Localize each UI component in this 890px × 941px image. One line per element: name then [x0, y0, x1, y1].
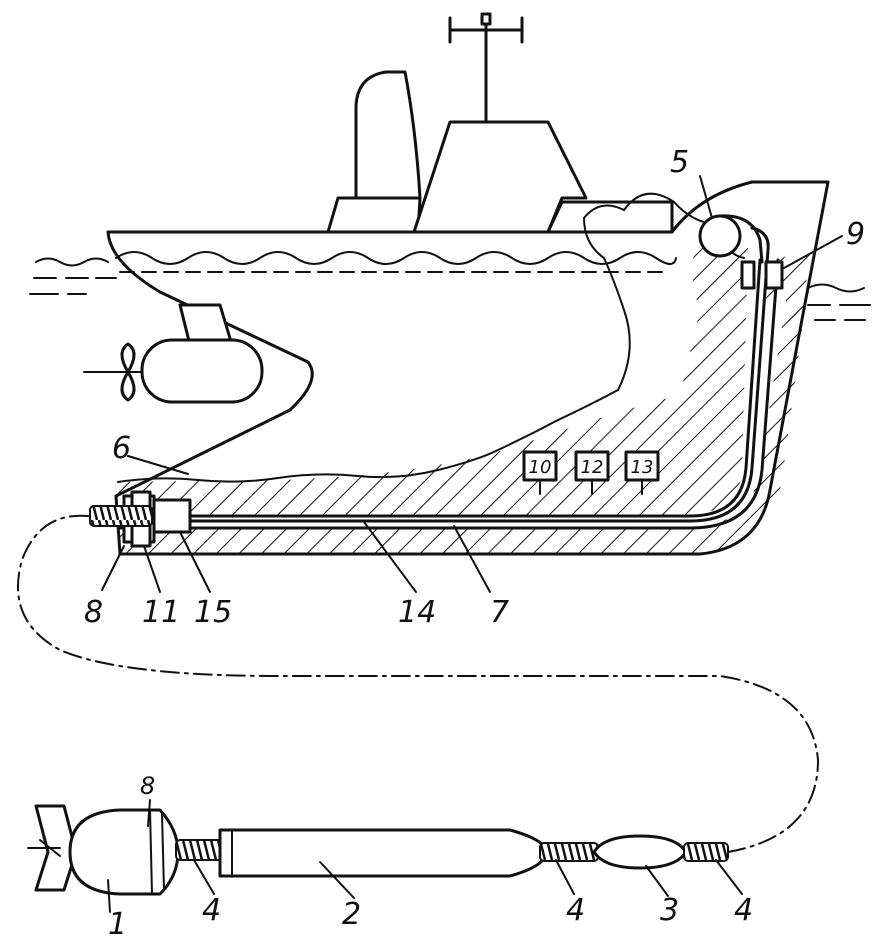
stern-fittings — [89, 490, 192, 548]
winch-drum — [698, 214, 764, 264]
cable-pipe — [118, 226, 780, 530]
instrument-boxes: 10 12 13 — [522, 450, 660, 495]
propeller-pod — [83, 303, 264, 404]
label-11: 11 — [142, 595, 180, 630]
label-9: 9 — [846, 217, 865, 252]
label-8-ship: 8 — [84, 595, 103, 630]
label-6: 6 — [112, 431, 131, 466]
callout-labels: 5 9 6 8 11 15 14 7 8 1 4 2 4 3 4 — [84, 145, 865, 941]
label-7: 7 — [490, 595, 509, 630]
water-surface — [29, 257, 871, 321]
label-15: 15 — [194, 595, 232, 630]
label-10: 10 — [529, 457, 552, 478]
label-12: 12 — [581, 457, 604, 478]
sensor-9 — [740, 260, 784, 290]
label-13: 13 — [631, 457, 654, 478]
label-4-second: 4 — [566, 893, 585, 928]
label-4-third: 4 — [734, 893, 753, 928]
label-5: 5 — [670, 145, 689, 180]
label-1: 1 — [108, 907, 127, 941]
ship-superstructure — [326, 12, 674, 234]
leader-lines — [101, 175, 843, 913]
label-14: 14 — [398, 595, 436, 630]
label-3: 3 — [660, 893, 679, 928]
tow-cable — [17, 514, 820, 853]
label-2: 2 — [342, 897, 361, 932]
label-8-body: 8 — [140, 772, 155, 800]
label-4-first: 4 — [202, 893, 221, 928]
towed-array — [27, 804, 729, 896]
